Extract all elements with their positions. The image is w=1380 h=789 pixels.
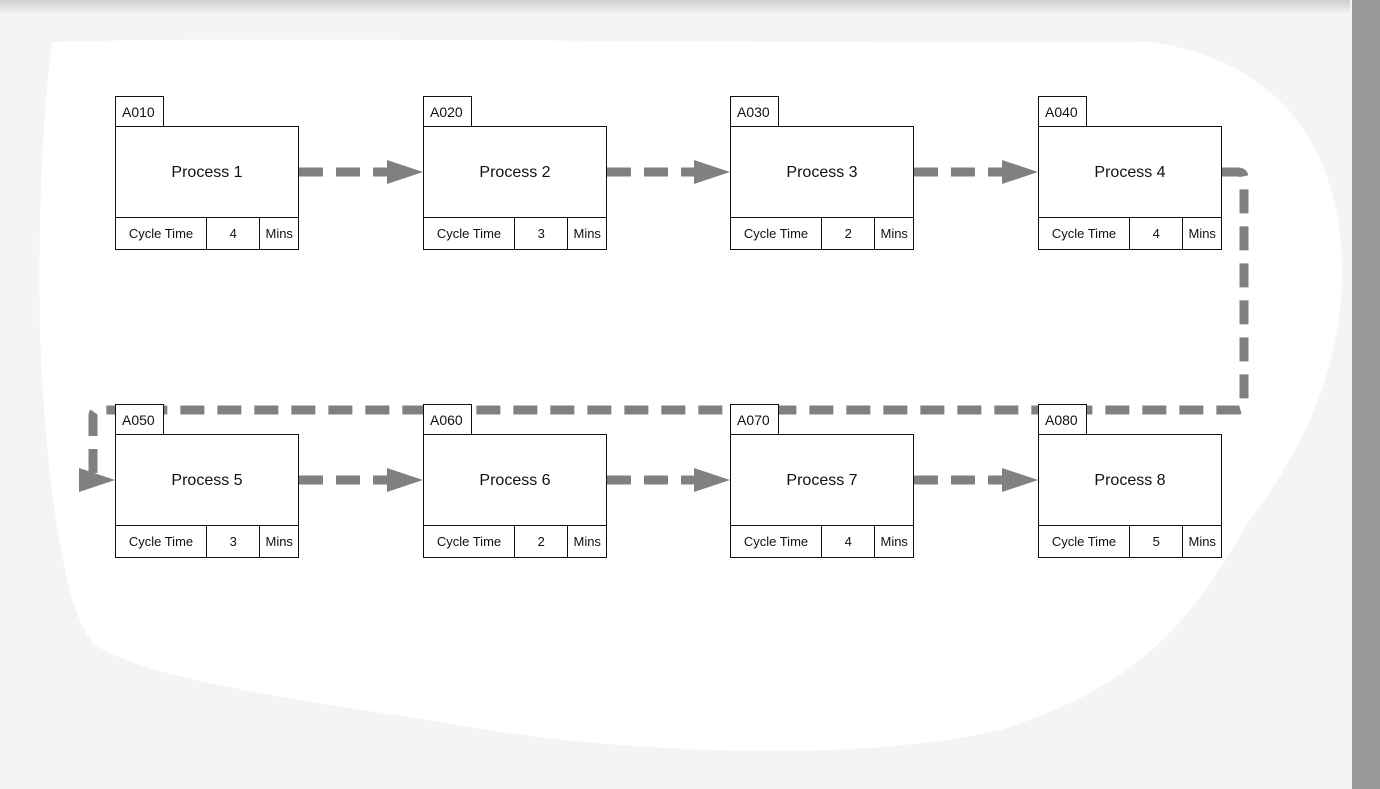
flow-arrowhead <box>387 468 423 492</box>
flow-connector <box>607 468 730 492</box>
process-body: Process 1 Cycle Time 4 Mins <box>115 126 299 250</box>
process-id: A040 <box>1038 96 1087 126</box>
process-name: Process 6 <box>479 472 551 489</box>
process-id: A010 <box>115 96 164 126</box>
process-box[interactable]: A030 Process 3 Cycle Time 2 Mins <box>730 96 914 250</box>
vertical-scrollbar[interactable] <box>1352 0 1380 789</box>
flow-arrowhead <box>79 468 115 492</box>
metric-row: Cycle Time 4 Mins <box>115 217 299 250</box>
flow-arrowhead <box>387 160 423 184</box>
metric-unit: Mins <box>875 526 914 558</box>
metric-value: 4 <box>207 218 261 250</box>
process-box[interactable]: A010 Process 1 Cycle Time 4 Mins <box>115 96 299 250</box>
process-name: Process 7 <box>786 472 858 489</box>
metric-label: Cycle Time <box>115 218 207 250</box>
metric-value: 2 <box>515 526 569 558</box>
top-shadow <box>0 0 1350 14</box>
metric-label: Cycle Time <box>1038 526 1130 558</box>
metric-label: Cycle Time <box>115 526 207 558</box>
process-name: Process 4 <box>1094 164 1166 181</box>
metric-unit: Mins <box>1183 218 1222 250</box>
process-box[interactable]: A040 Process 4 Cycle Time 4 Mins <box>1038 96 1222 250</box>
metric-value: 4 <box>1130 218 1184 250</box>
flows-layer <box>79 160 1249 492</box>
diagram-canvas <box>39 39 1342 751</box>
flow-arrowhead <box>1002 160 1038 184</box>
white-region-background <box>39 39 1342 751</box>
metric-unit: Mins <box>875 218 914 250</box>
metric-row: Cycle Time 3 Mins <box>423 217 607 250</box>
flow-connector <box>79 167 1249 492</box>
flow-connector <box>607 160 730 184</box>
process-body: Process 6 Cycle Time 2 Mins <box>423 434 607 558</box>
metric-value: 2 <box>822 218 876 250</box>
metric-row: Cycle Time 4 Mins <box>1038 217 1222 250</box>
metric-value: 4 <box>822 526 876 558</box>
process-id: A050 <box>115 404 164 434</box>
metric-label: Cycle Time <box>423 526 515 558</box>
process-body: Process 8 Cycle Time 5 Mins <box>1038 434 1222 558</box>
metric-unit: Mins <box>568 526 607 558</box>
process-body: Process 7 Cycle Time 4 Mins <box>730 434 914 558</box>
process-box[interactable]: A060 Process 6 Cycle Time 2 Mins <box>423 404 607 558</box>
metric-row: Cycle Time 5 Mins <box>1038 525 1222 558</box>
metric-value: 3 <box>515 218 569 250</box>
process-name: Process 2 <box>479 164 551 181</box>
metric-unit: Mins <box>568 218 607 250</box>
metric-row: Cycle Time 3 Mins <box>115 525 299 558</box>
metric-label: Cycle Time <box>730 218 822 250</box>
process-id: A060 <box>423 404 472 434</box>
process-body: Process 2 Cycle Time 3 Mins <box>423 126 607 250</box>
metric-label: Cycle Time <box>423 218 515 250</box>
process-box[interactable]: A020 Process 2 Cycle Time 3 Mins <box>423 96 607 250</box>
metric-value: 5 <box>1130 526 1184 558</box>
process-body: Process 4 Cycle Time 4 Mins <box>1038 126 1222 250</box>
flow-connector <box>299 160 423 184</box>
flow-line <box>88 167 1249 480</box>
process-name: Process 5 <box>171 472 243 489</box>
process-id: A030 <box>730 96 779 126</box>
process-name: Process 3 <box>786 164 858 181</box>
process-box[interactable]: A070 Process 7 Cycle Time 4 Mins <box>730 404 914 558</box>
process-box[interactable]: A080 Process 8 Cycle Time 5 Mins <box>1038 404 1222 558</box>
process-box[interactable]: A050 Process 5 Cycle Time 3 Mins <box>115 404 299 558</box>
process-name: Process 8 <box>1094 472 1166 489</box>
flow-connector <box>914 160 1038 184</box>
metric-row: Cycle Time 2 Mins <box>423 525 607 558</box>
metric-unit: Mins <box>260 526 299 558</box>
flow-arrowhead <box>694 160 730 184</box>
metric-label: Cycle Time <box>730 526 822 558</box>
metric-value: 3 <box>207 526 261 558</box>
flow-connector <box>914 468 1038 492</box>
metric-unit: Mins <box>260 218 299 250</box>
flow-connector <box>299 468 423 492</box>
metric-unit: Mins <box>1183 526 1222 558</box>
metric-row: Cycle Time 4 Mins <box>730 525 914 558</box>
process-name: Process 1 <box>171 164 243 181</box>
process-body: Process 5 Cycle Time 3 Mins <box>115 434 299 558</box>
process-body: Process 3 Cycle Time 2 Mins <box>730 126 914 250</box>
metric-label: Cycle Time <box>1038 218 1130 250</box>
process-id: A080 <box>1038 404 1087 434</box>
process-id: A070 <box>730 404 779 434</box>
flow-arrowhead <box>694 468 730 492</box>
metric-row: Cycle Time 2 Mins <box>730 217 914 250</box>
process-id: A020 <box>423 96 472 126</box>
flow-arrowhead <box>1002 468 1038 492</box>
